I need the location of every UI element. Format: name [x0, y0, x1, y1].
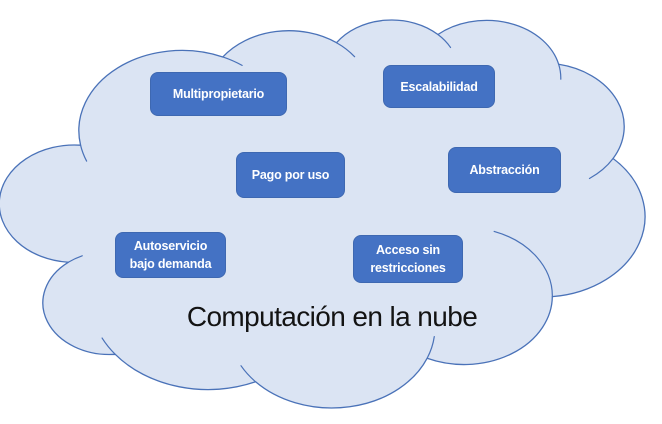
node-label: Escalabilidad: [400, 79, 478, 94]
node-label: Autoservicio bajo demanda: [129, 239, 212, 271]
node-escalabilidad: Escalabilidad: [383, 65, 495, 108]
diagram-title: Computación en la nube: [186, 301, 478, 332]
node-label: Acceso sin restricciones: [370, 243, 446, 275]
node-acceso-sin-restricciones: Acceso sin restricciones: [353, 235, 463, 283]
node-label: Pago por uso: [251, 168, 330, 182]
cloud-shape: [0, 20, 645, 408]
node-label: Multipropietario: [172, 87, 265, 101]
cloud-crease-lines: [68, 35, 613, 382]
node-autoservicio-bajo-demanda: Autoservicio bajo demanda: [115, 232, 226, 278]
node-multipropietario: Multipropietario: [150, 72, 287, 116]
cloud-outline: [0, 20, 645, 408]
node-label: Abstracción: [469, 163, 540, 177]
node-pago-por-uso: Pago por uso: [236, 152, 345, 198]
node-abstraccion: Abstracción: [448, 147, 561, 193]
